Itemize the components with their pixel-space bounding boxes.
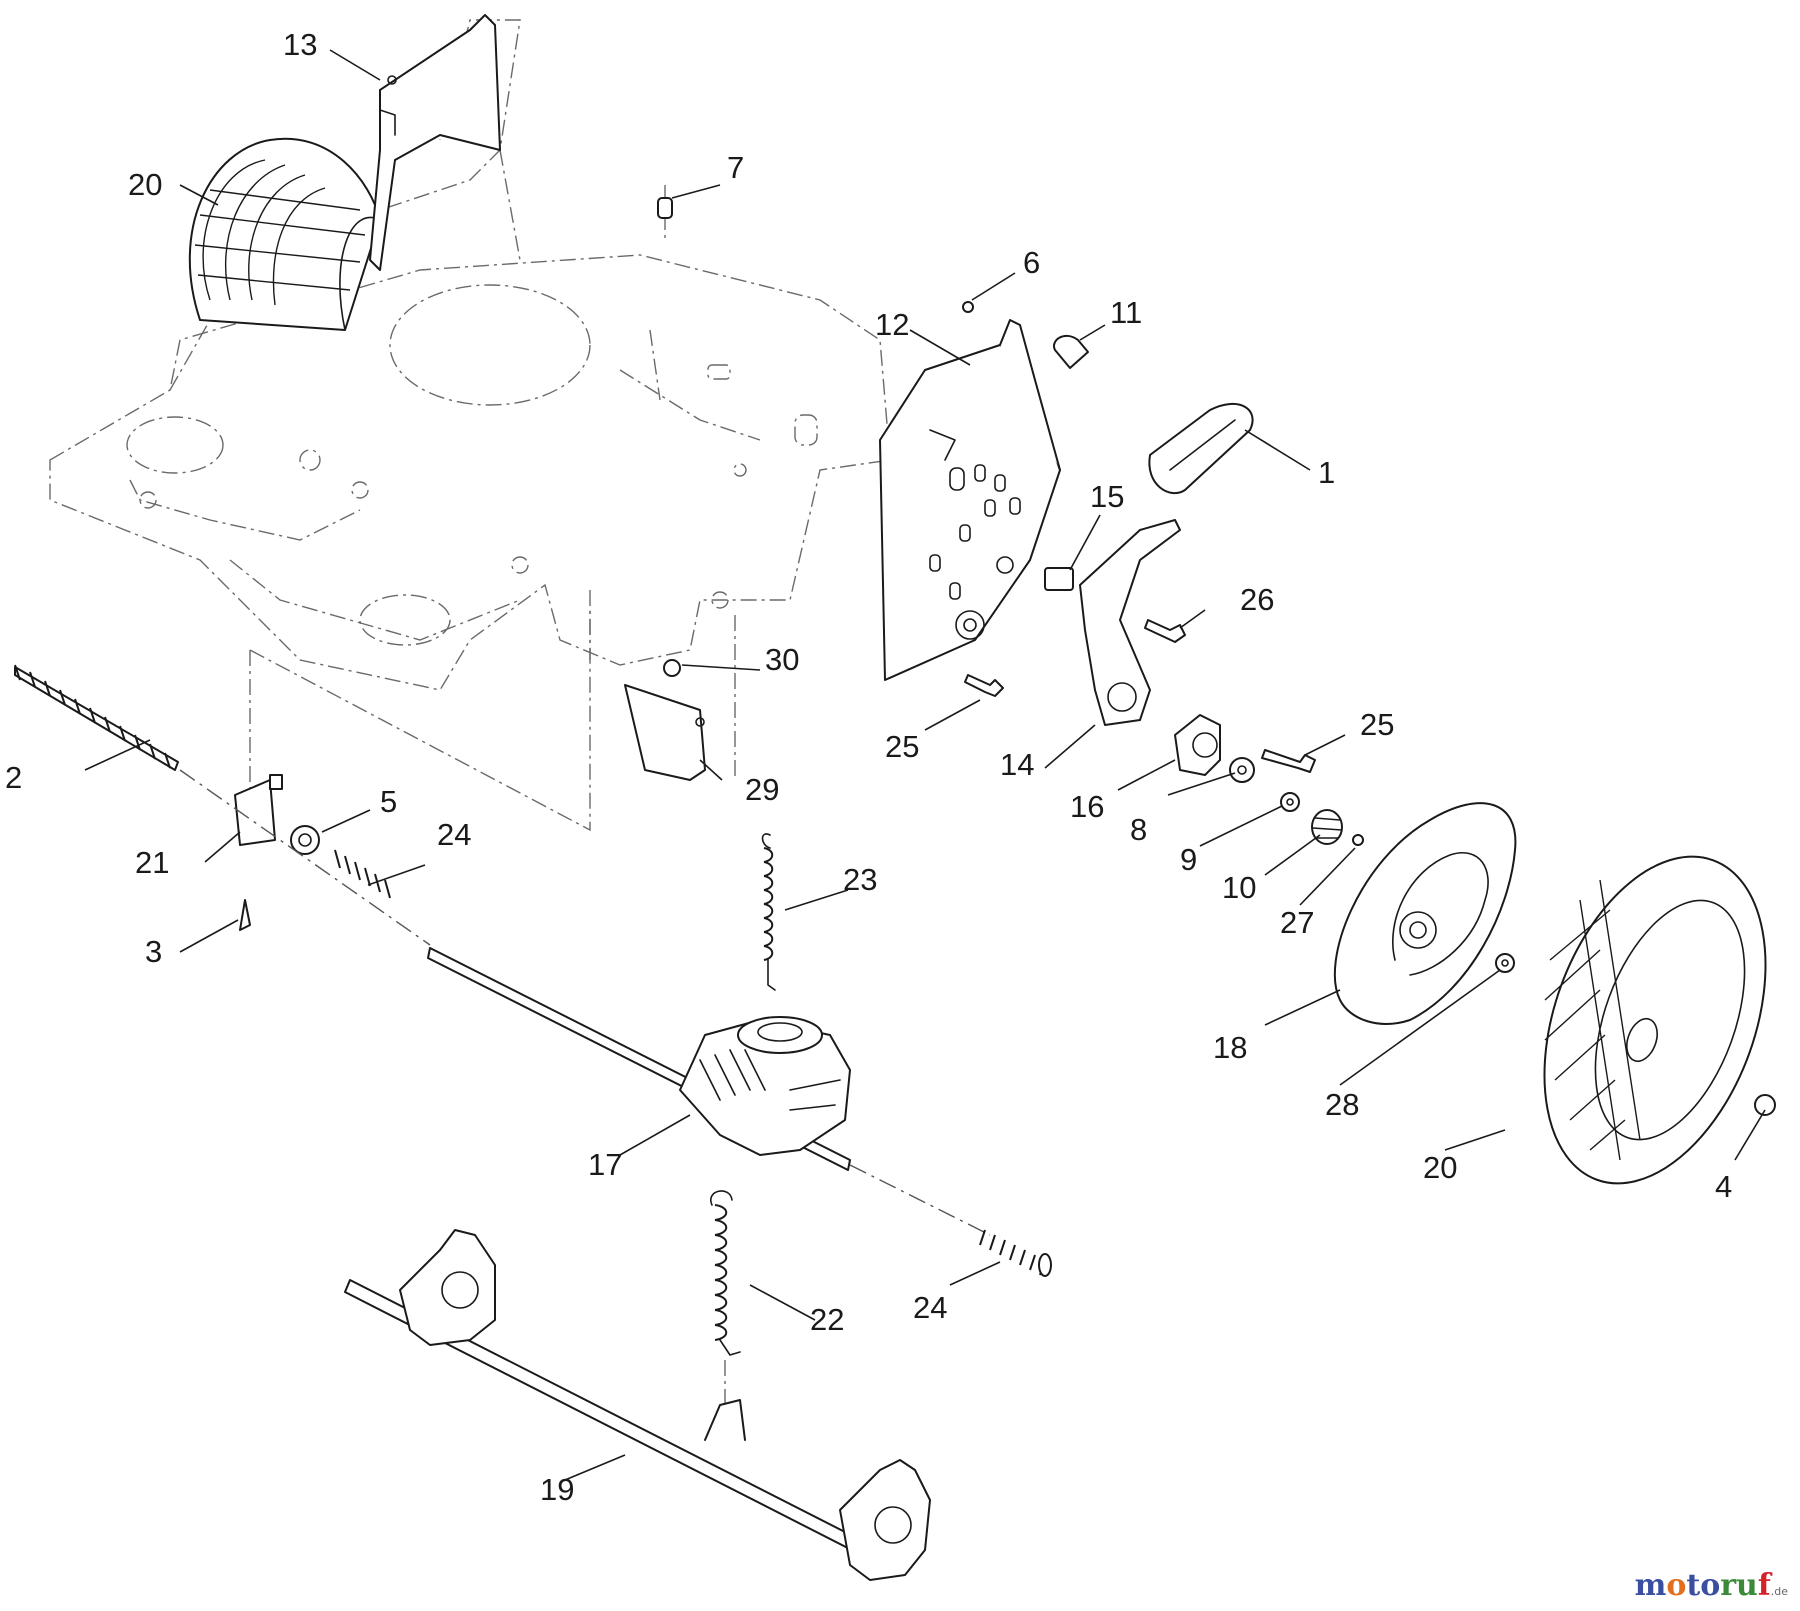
callout-25-right: 25 [1360, 707, 1394, 742]
callout-8: 8 [1130, 812, 1147, 847]
leader-lines [84, 49, 1766, 1481]
callout-7: 7 [727, 150, 744, 185]
spring-22 [709, 1190, 741, 1420]
mower-deck-phantom [49, 19, 891, 832]
callout-24-left: 24 [437, 817, 471, 852]
watermark-tld: .de [1770, 1585, 1788, 1598]
front-wheel [1543, 855, 1776, 1185]
callout-30: 30 [765, 642, 799, 677]
callout-20-top: 20 [128, 167, 162, 202]
transmission [679, 1016, 851, 1156]
callout-17: 17 [588, 1147, 622, 1182]
callout-21: 21 [135, 845, 169, 880]
callout-25-left: 25 [885, 729, 919, 764]
pin [657, 197, 673, 219]
callout-1: 1 [1318, 455, 1335, 490]
watermark-part-5: f [1757, 1568, 1771, 1603]
callout-3: 3 [145, 934, 162, 969]
watermark-part-2: o [1666, 1568, 1687, 1603]
screw-and-clip [962, 301, 1089, 369]
shift-lever [1148, 403, 1254, 495]
wheel-drive-hardware [964, 619, 1364, 846]
callout-9: 9 [1180, 842, 1197, 877]
callout-24-right: 24 [913, 1290, 947, 1325]
callout-27: 27 [1280, 905, 1314, 940]
callout-29: 29 [745, 772, 779, 807]
callout-2: 2 [5, 760, 22, 795]
lever-bracket [1044, 519, 1181, 726]
callout-5: 5 [380, 784, 397, 819]
rear-wheel-top [188, 137, 381, 331]
callout-11: 11 [1110, 295, 1142, 330]
left-axle-assembly [14, 664, 391, 931]
callout-20-bottom: 20 [1423, 1150, 1457, 1185]
callouts: 1 2 3 4 5 6 7 8 9 10 11 12 13 14 15 16 1… [5, 27, 1732, 1507]
callout-12: 12 [875, 307, 909, 342]
site-watermark: motoruf.de [1635, 1568, 1788, 1603]
callout-26: 26 [1240, 582, 1274, 617]
callout-6: 6 [1023, 245, 1040, 280]
watermark-part-3: to [1686, 1568, 1721, 1603]
callout-22: 22 [810, 1302, 844, 1337]
callout-16: 16 [1070, 789, 1104, 824]
wheel-cover [1333, 802, 1517, 1025]
callout-15: 15 [1090, 479, 1124, 514]
callout-19: 19 [540, 1472, 574, 1507]
callout-18: 18 [1213, 1030, 1247, 1065]
rear-bracket [369, 14, 501, 271]
callout-14: 14 [1000, 747, 1034, 782]
right-spring [979, 1229, 1052, 1277]
callout-4: 4 [1715, 1169, 1732, 1204]
front-axle [344, 1229, 931, 1581]
watermark-part-4: ru [1720, 1568, 1758, 1603]
callout-10: 10 [1222, 870, 1256, 905]
skid-plate [624, 659, 706, 781]
watermark-part-1: m [1634, 1568, 1667, 1603]
callout-23: 23 [843, 862, 877, 897]
spring-23 [761, 833, 776, 991]
callout-28: 28 [1325, 1087, 1359, 1122]
callout-13: 13 [283, 27, 317, 62]
height-adjust-plate [879, 319, 1061, 681]
